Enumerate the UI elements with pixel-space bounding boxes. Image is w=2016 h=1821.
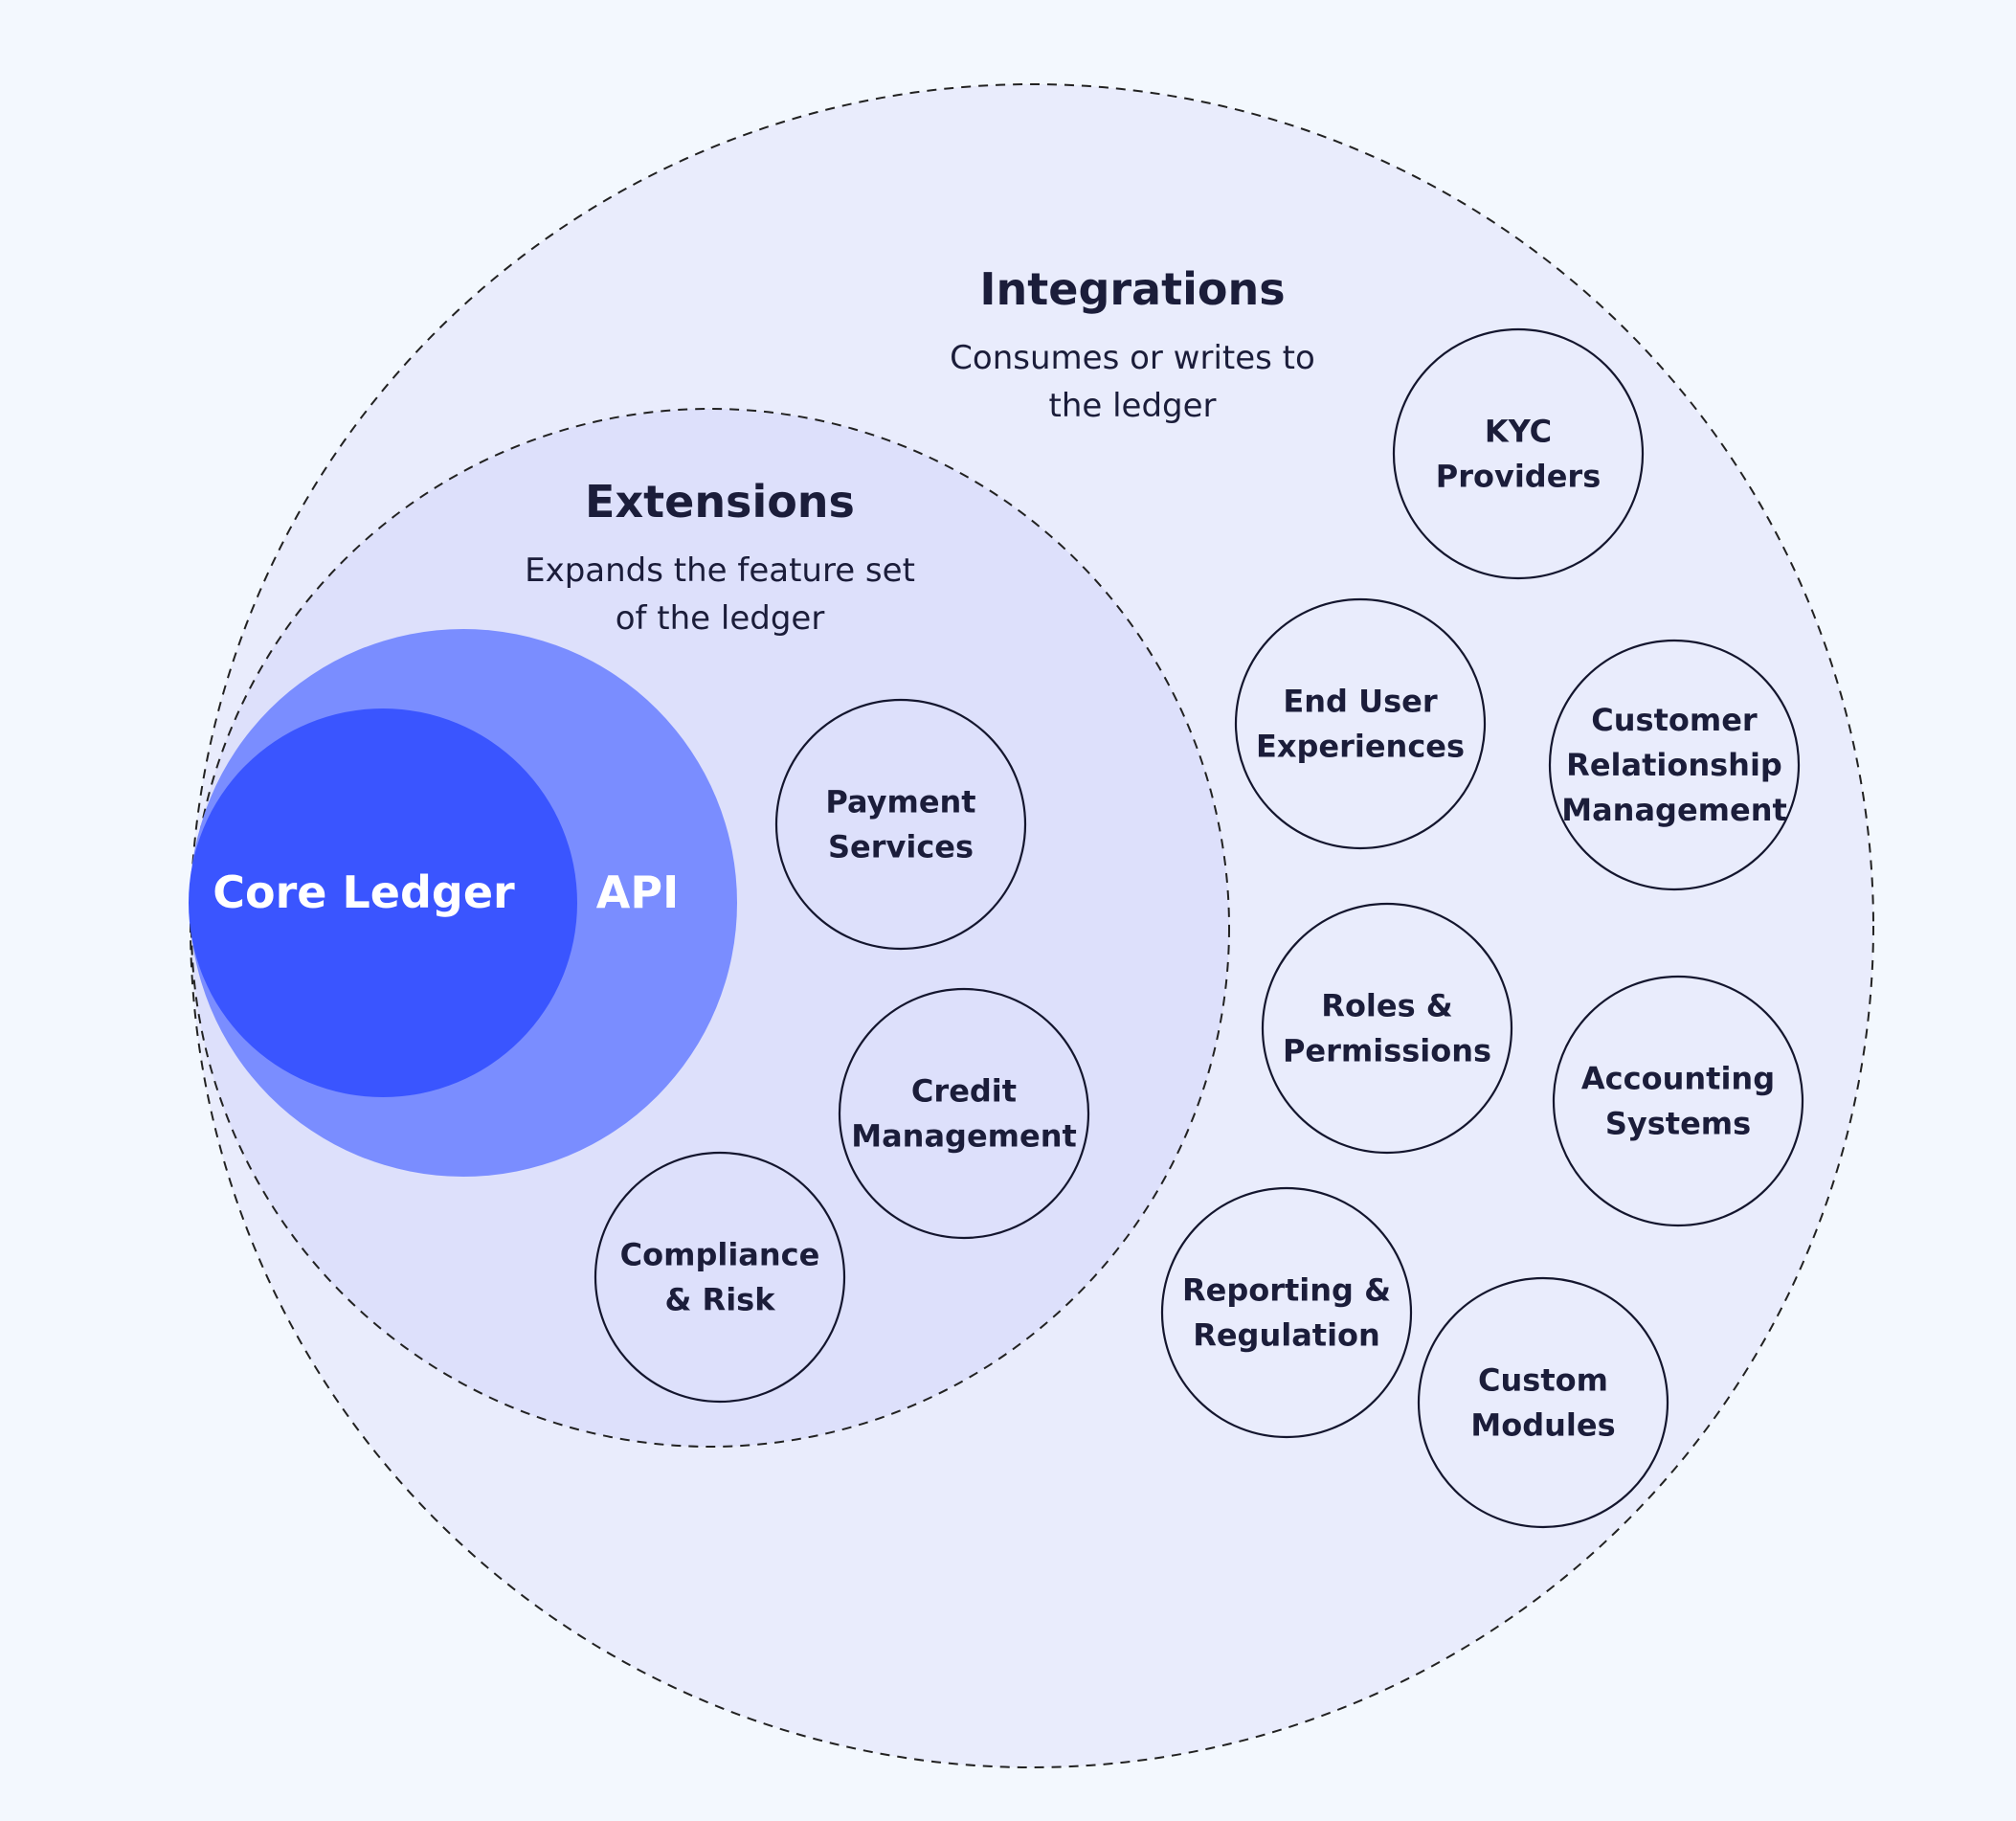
api-label: API xyxy=(596,866,679,918)
integrations-node: Reporting & Regulation xyxy=(1160,1186,1413,1439)
extensions-node-label: Management xyxy=(851,1118,1077,1155)
integrations-node-label: Permissions xyxy=(1283,1033,1491,1069)
integrations-node-circle xyxy=(1234,597,1487,850)
integrations-node-label: Roles & xyxy=(1321,988,1452,1024)
extensions-node-label: & Risk xyxy=(665,1282,776,1318)
integrations-node-label: Reporting & xyxy=(1182,1272,1391,1309)
integrations-node-circle xyxy=(1392,327,1645,580)
integrations-node-label: Regulation xyxy=(1193,1317,1380,1354)
integrations-subtitle-line1: Consumes or writes to xyxy=(950,339,1315,377)
integrations-title: Integrations xyxy=(979,263,1285,315)
extensions-node-label: Credit xyxy=(911,1073,1017,1110)
extensions-subtitle-line1: Expands the feature set xyxy=(525,551,915,590)
integrations-node-label: Accounting xyxy=(1581,1061,1775,1097)
extensions-node-label: Compliance xyxy=(620,1237,820,1273)
integrations-subtitle-line2: the ledger xyxy=(1048,387,1216,425)
integrations-node-label: Management xyxy=(1561,792,1787,828)
integrations-node-label: Customer xyxy=(1591,702,1758,738)
integrations-node-circle xyxy=(1552,975,1804,1227)
extensions-node-circle xyxy=(838,987,1090,1240)
integrations-node-label: Relationship xyxy=(1566,747,1782,783)
integrations-node: Roles & Permissions xyxy=(1261,902,1513,1155)
extensions-node-circle xyxy=(594,1151,846,1404)
integrations-node-label: Modules xyxy=(1470,1407,1615,1444)
core-ledger-label: Core Ledger xyxy=(213,866,515,918)
integrations-node-label: End User xyxy=(1283,684,1437,720)
integrations-node-label: Experiences xyxy=(1256,729,1465,765)
integrations-node-label: Custom xyxy=(1478,1362,1608,1399)
integrations-node-circle xyxy=(1417,1276,1669,1529)
integrations-node-label: Systems xyxy=(1605,1106,1751,1142)
integrations-node-label: Providers xyxy=(1436,459,1601,495)
extensions-subtitle-line2: of the ledger xyxy=(616,599,825,638)
integrations-node-circle xyxy=(1548,639,1801,891)
extensions-node-circle xyxy=(774,698,1027,951)
integrations-node-circle xyxy=(1160,1186,1413,1439)
integrations-node-label: KYC xyxy=(1485,414,1552,450)
core-ledger-circle xyxy=(189,708,577,1097)
extensions-node-label: Payment xyxy=(825,784,975,821)
extensions-node: Compliance & Risk xyxy=(594,1151,846,1404)
integrations-node: KYC Providers xyxy=(1392,327,1645,580)
integrations-node-circle xyxy=(1261,902,1513,1155)
extensions-title: Extensions xyxy=(585,476,855,528)
extensions-node-label: Services xyxy=(828,829,974,866)
